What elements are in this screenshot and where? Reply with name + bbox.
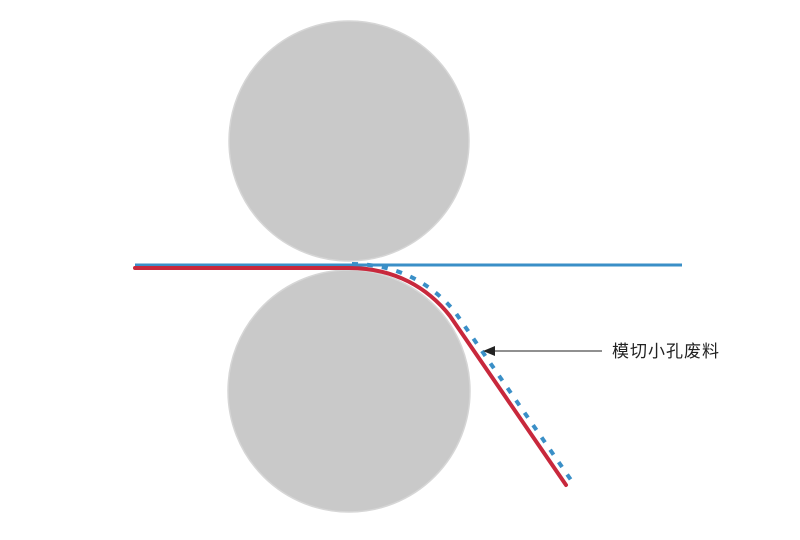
upper-roller <box>228 20 470 262</box>
red-web-path <box>133 266 568 487</box>
die-cut-waste-dashes <box>351 262 573 482</box>
lower-roller <box>227 269 471 513</box>
callout-arrowhead-icon <box>483 346 495 356</box>
waste-callout-label: 模切小孔废料 <box>612 342 720 362</box>
